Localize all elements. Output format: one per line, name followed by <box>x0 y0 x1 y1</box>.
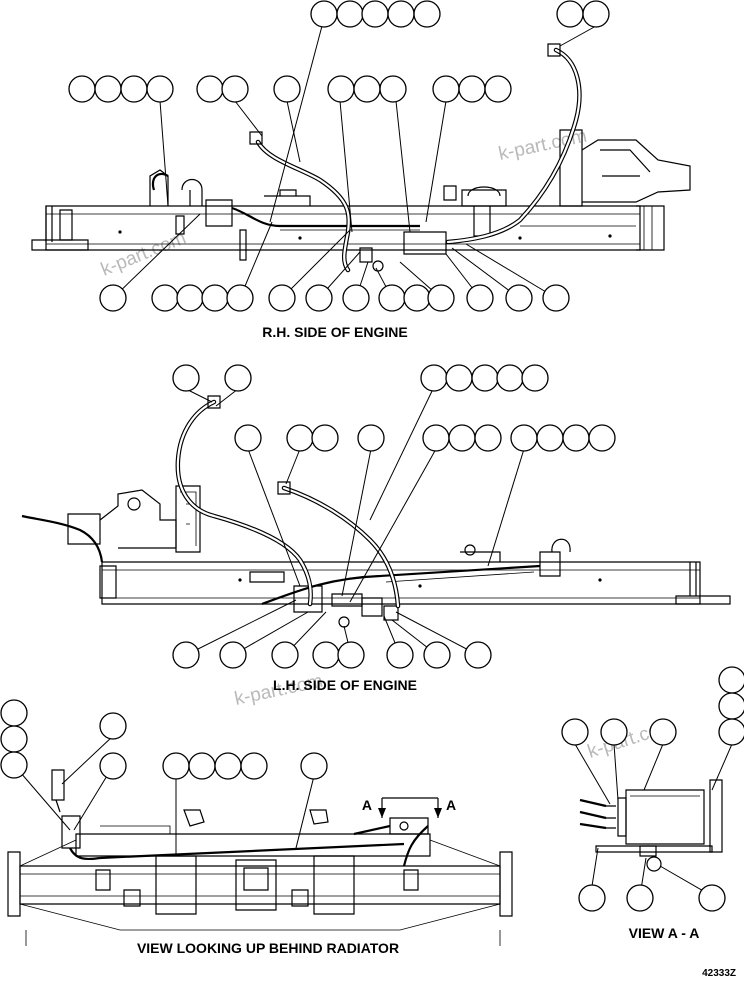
view-aa-title: VIEW A - A <box>629 925 700 941</box>
section-mark-left: A <box>362 797 372 813</box>
lh-side-drawing: L.H. SIDE OF ENGINE <box>21 364 731 693</box>
lh-side-title: L.H. SIDE OF ENGINE <box>273 677 417 693</box>
watermark-2: k-part.com <box>98 228 189 281</box>
drawing-number: 42333Z <box>702 968 736 979</box>
watermark-1: k-part.com <box>497 126 589 165</box>
radiator-view-title: VIEW LOOKING UP BEHIND RADIATOR <box>137 940 399 956</box>
radiator-view-drawing: A A VIEW LOOKING UP BEHIND RADIATOR <box>0 699 513 956</box>
view-aa-drawing: VIEW A - A <box>561 666 744 941</box>
section-mark-right: A <box>446 797 456 813</box>
rh-side-drawing: R.H. SIDE OF ENGINE <box>31 0 691 340</box>
rh-side-title: R.H. SIDE OF ENGINE <box>262 324 407 340</box>
